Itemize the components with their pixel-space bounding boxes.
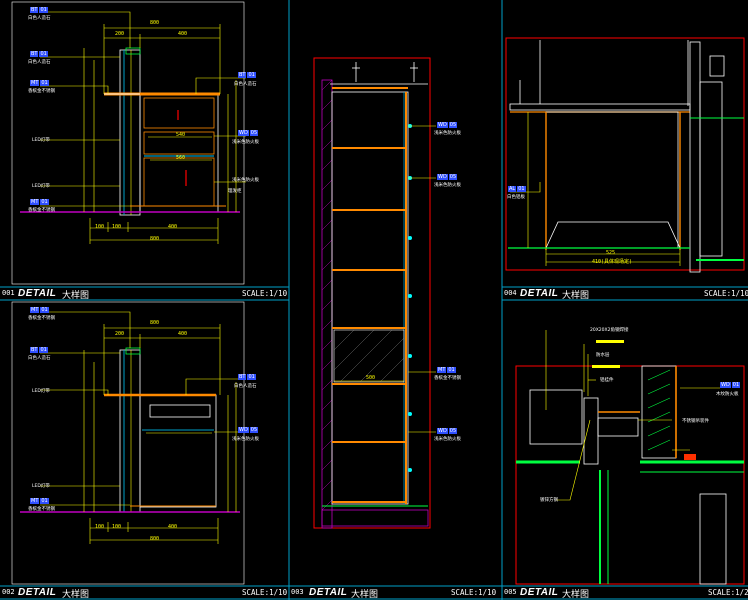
panel-number: 005 [504,588,517,596]
panel-name: 大样图 [62,291,90,301]
panel-detail-label: DETAIL [309,587,348,598]
panel-1-drawing [11,1,246,285]
panel-4-drawing [505,37,745,273]
panel-number: 002 [2,588,15,596]
panel-name: 大样图 [562,590,590,600]
panel-title-bar-1: 001 DETAIL 大样图 SCALE:1/10 [0,287,289,301]
panel-number: 003 [291,588,304,596]
panel-number: 001 [2,289,15,297]
panel-scale: SCALE:1/10 [451,588,497,597]
panel-title-bar-3: 003 DETAIL 大样图 SCALE:1/10 [289,586,502,600]
panel-scale: SCALE:1/10 [242,289,288,298]
panel-title-bar-2: 002 DETAIL 大样图 SCALE:1/10 [0,586,289,600]
panel-name: 大样图 [351,590,379,600]
panel-3-drawing [313,57,436,529]
panel-name: 大样图 [562,291,590,301]
panel-number: 004 [504,289,517,297]
panel-name: 大样图 [62,590,90,600]
panel-5-drawing [515,330,745,585]
panel-scale: SCALE:1/10 [242,588,288,597]
panel-scale: SCALE:1/2 [708,588,748,597]
panel-detail-label: DETAIL [520,288,559,299]
panel-detail-label: DETAIL [18,288,57,299]
panel-detail-label: DETAIL [18,587,57,598]
panel-2-drawing [11,301,246,585]
panel-title-bar-5: 005 DETAIL 大样图 SCALE:1/2 [502,586,748,600]
panel-detail-label: DETAIL [520,587,559,598]
panel-scale: SCALE:1/10 [704,289,748,298]
panel-title-bar-4: 004 DETAIL 大样图 SCALE:1/10 [502,287,748,301]
